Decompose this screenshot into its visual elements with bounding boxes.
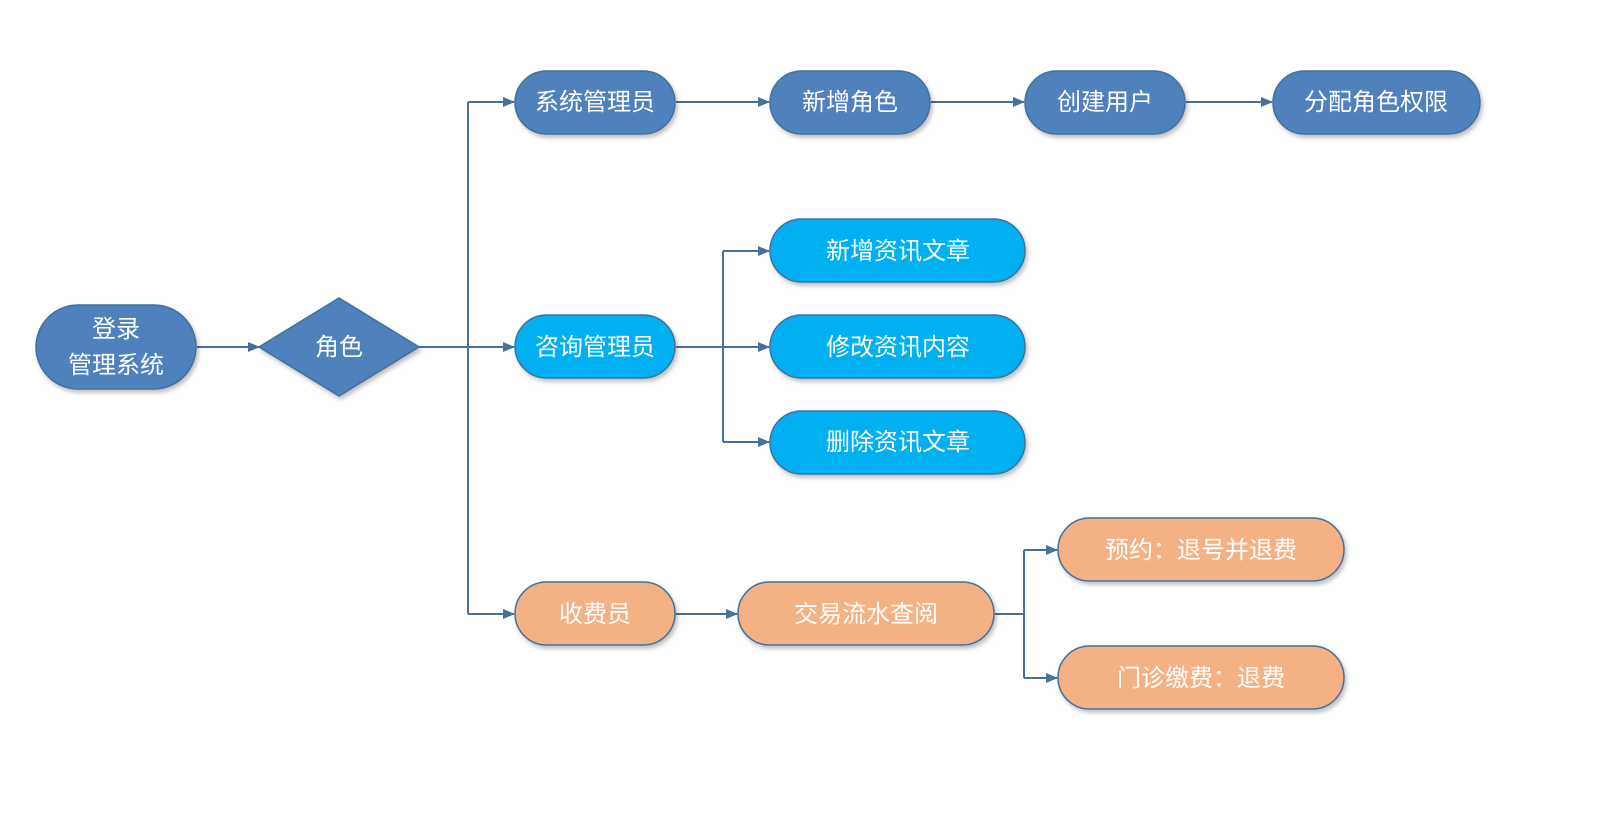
node-create-user-label: 创建用户 xyxy=(1057,88,1153,116)
node-reservation-refund-label: 预约：退号并退费 xyxy=(1105,536,1297,564)
node-cashier-label: 收费员 xyxy=(559,600,631,628)
node-consult-admin: 咨询管理员 xyxy=(514,314,676,379)
node-sys-admin-label: 系统管理员 xyxy=(535,88,655,116)
node-sys-admin: 系统管理员 xyxy=(514,70,676,135)
node-add-role: 新增角色 xyxy=(769,70,931,135)
node-edit-content: 修改资讯内容 xyxy=(769,314,1026,379)
node-login: 登录 管理系统 xyxy=(35,304,197,390)
node-add-role-label: 新增角色 xyxy=(802,88,898,116)
node-reservation-refund: 预约：退号并退费 xyxy=(1057,517,1345,582)
node-login-line1: 登录 xyxy=(92,315,140,343)
connectors xyxy=(197,97,1273,683)
node-delete-article-label: 删除资讯文章 xyxy=(826,428,970,456)
node-role-label: 角色 xyxy=(315,333,363,361)
node-assign-permission: 分配角色权限 xyxy=(1272,70,1481,135)
node-transaction-query: 交易流水查阅 xyxy=(737,581,995,646)
node-assign-permission-label: 分配角色权限 xyxy=(1304,88,1448,116)
node-consult-admin-label: 咨询管理员 xyxy=(535,333,655,361)
node-login-line2: 管理系统 xyxy=(68,351,164,379)
node-edit-content-label: 修改资讯内容 xyxy=(826,333,970,361)
node-role-decision: 角色 xyxy=(257,297,421,397)
node-add-article-label: 新增资讯文章 xyxy=(826,237,970,265)
node-transaction-query-label: 交易流水查阅 xyxy=(794,600,938,628)
node-outpatient-refund-label: 门诊缴费：退费 xyxy=(1117,664,1285,692)
node-outpatient-refund: 门诊缴费：退费 xyxy=(1057,645,1345,710)
node-delete-article: 删除资讯文章 xyxy=(769,410,1026,475)
node-create-user: 创建用户 xyxy=(1024,70,1186,135)
node-add-article: 新增资讯文章 xyxy=(769,218,1026,283)
node-cashier: 收费员 xyxy=(514,581,676,646)
